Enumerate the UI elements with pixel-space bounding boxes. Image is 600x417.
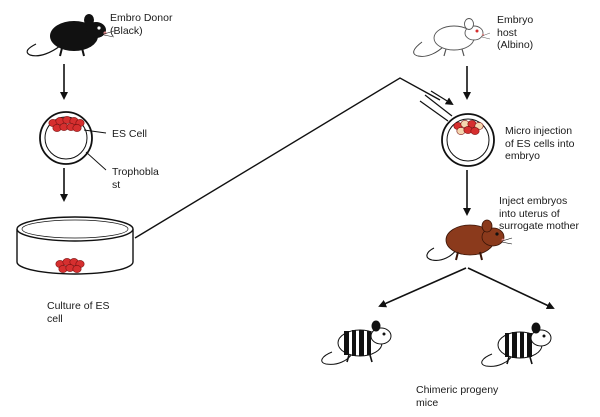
chimeric-mouse-right-icon — [481, 322, 552, 367]
embryo-host-label: Embryo host (Albino) — [497, 14, 534, 51]
chimeric-progeny-label: Chimeric progeny mice — [416, 384, 499, 409]
trophoblast-pointer — [85, 151, 107, 171]
es-cell-transfer-line — [134, 77, 441, 239]
micropipette-icon — [419, 90, 454, 122]
host-blastocyst — [441, 113, 495, 167]
arrow-to-left-progeny — [378, 267, 467, 308]
inject-embryos-label: Inject embryos into uterus of surrogate … — [499, 195, 579, 232]
surrogate-mother-mouse-icon — [426, 219, 513, 261]
es-cell-pointer — [83, 129, 107, 134]
cultured-es-cells — [55, 258, 85, 273]
chimeric-mouse-left-icon — [321, 320, 392, 365]
culture-dish — [16, 216, 134, 275]
albino-host-mouse-icon — [413, 18, 491, 57]
injected-cell-cluster — [453, 120, 484, 135]
black-donor-mouse-icon — [26, 14, 115, 57]
micro-injection-label: Micro injection of ES cells into embryo — [505, 125, 575, 162]
embryo-donor-label: Embro Donor (Black) — [110, 12, 173, 37]
culture-label: Culture of ES cell — [47, 300, 110, 325]
trophoblast-label: Trophobla st — [112, 166, 159, 191]
es-cell-label: ES Cell — [112, 128, 148, 140]
donor-blastocyst — [39, 111, 93, 165]
es-cell-cluster — [48, 116, 85, 132]
arrow-to-right-progeny — [467, 267, 555, 310]
